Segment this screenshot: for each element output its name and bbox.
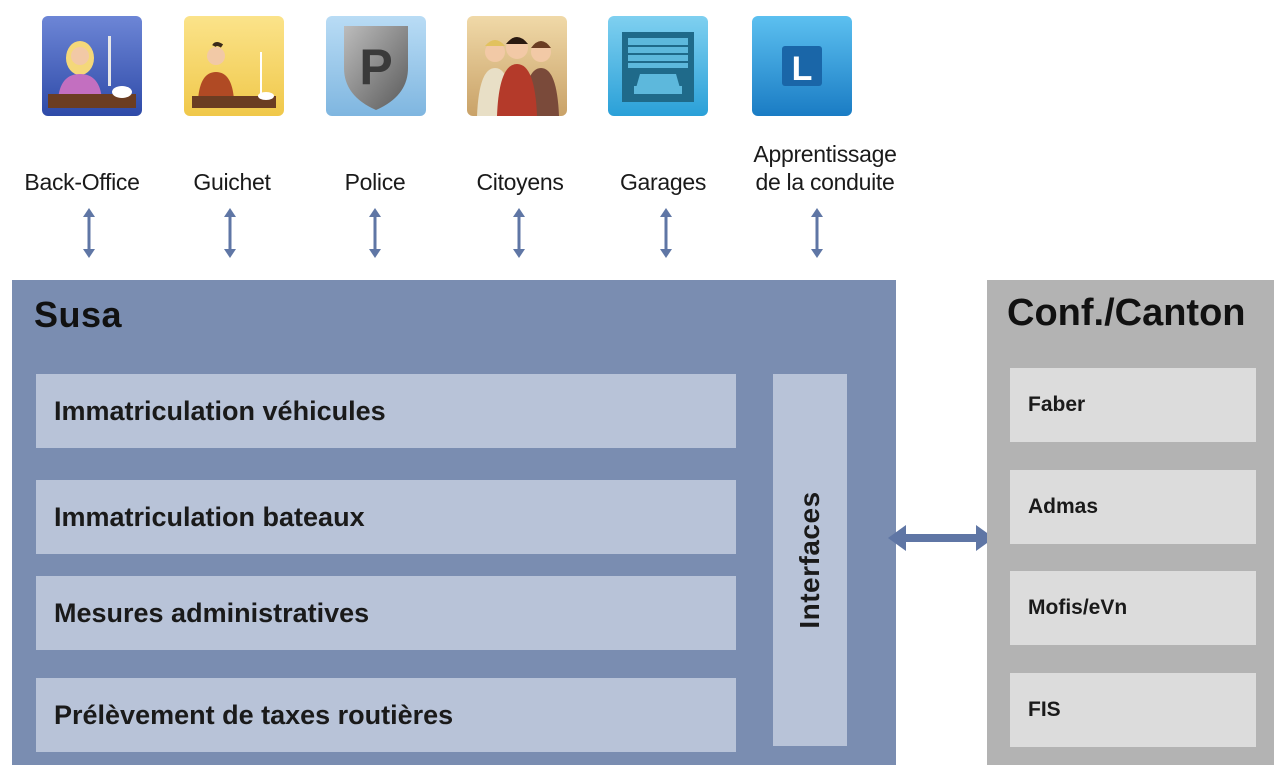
apprentissage-arrow <box>810 208 824 258</box>
garages-arrow <box>659 208 673 258</box>
police-icon: P <box>326 16 426 116</box>
actor-guichet-label: Guichet <box>193 169 271 195</box>
interfaces-canton-arrow <box>888 524 994 552</box>
system-fis: FIS <box>1010 673 1256 747</box>
susa-title: Susa <box>34 294 123 335</box>
police-arrow <box>368 208 382 258</box>
police-letter: P <box>359 39 392 95</box>
module-immatriculation-bateaux: Immatriculation bateaux <box>36 480 736 554</box>
actor-apprentissage-label-line2: de la conduite <box>755 169 895 195</box>
back-office-icon <box>42 16 142 116</box>
actor-apprentissage-label-line1: Apprentissage <box>753 141 897 167</box>
back-office-arrow <box>82 208 96 258</box>
guichet-icon <box>184 16 284 116</box>
l-letter: L <box>792 50 813 88</box>
system-mofis-evn: Mofis/eVn <box>1010 571 1256 645</box>
module-immatriculation-vehicules: Immatriculation véhicules <box>36 374 736 448</box>
interfaces-label: Interfaces <box>794 491 825 629</box>
actor-police-label: Police <box>344 169 406 195</box>
system-admas: Admas <box>1010 470 1256 544</box>
actor-citoyens-label: Citoyens <box>476 169 564 195</box>
citoyens-arrow <box>512 208 526 258</box>
module-prelevement-taxes: Prélèvement de taxes routières <box>36 678 736 752</box>
canton-title: Conf./Canton <box>1007 292 1246 334</box>
interfaces-box: Interfaces <box>773 374 847 746</box>
module-mesures-administratives: Mesures administratives <box>36 576 736 650</box>
garages-icon <box>608 16 708 116</box>
system-faber: Faber <box>1010 368 1256 442</box>
actor-garages-label: Garages <box>619 169 707 195</box>
citoyens-icon <box>467 16 567 116</box>
actor-back-office-label: Back-Office <box>24 169 140 195</box>
guichet-arrow <box>223 208 237 258</box>
apprentissage-icon: L <box>752 16 852 116</box>
